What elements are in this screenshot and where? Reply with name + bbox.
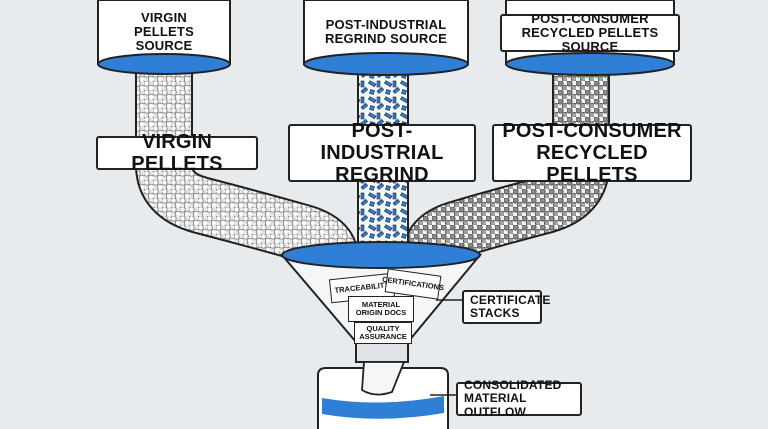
material-origin-document: MATERIAL ORIGIN DOCS [348,296,414,322]
recycled-source-label: POST-CONSUMER RECYCLED PELLETS SOURCE [500,11,680,54]
quality-assurance-document: QUALITY ASSURANCE [354,322,412,344]
regrind-source-hopper [303,0,469,76]
recycled-pellet-pipe [401,70,610,263]
outflow-label: CONSOLIDATED MATERIAL OUTFLOW [456,379,582,418]
certificate-stacks-label: CERTIFICATE STACKS [462,290,550,324]
regrind-stream-label: POST-INDUSTRIAL REGRIND [288,120,476,186]
virgin-stream-label: VIRGIN PELLETS [96,131,258,175]
virgin-pellet-pipe [135,70,359,267]
regrind-source-label: POST-INDUSTRIAL REGRIND SOURCE [325,16,447,46]
virgin-source-label: VIRGIN PELLETS SOURCE [134,9,194,54]
outflow-container [317,361,449,429]
recycled-stream-label: POST-CONSUMER RECYCLED PELLETS [492,120,692,186]
virgin-source-hopper [97,0,231,75]
